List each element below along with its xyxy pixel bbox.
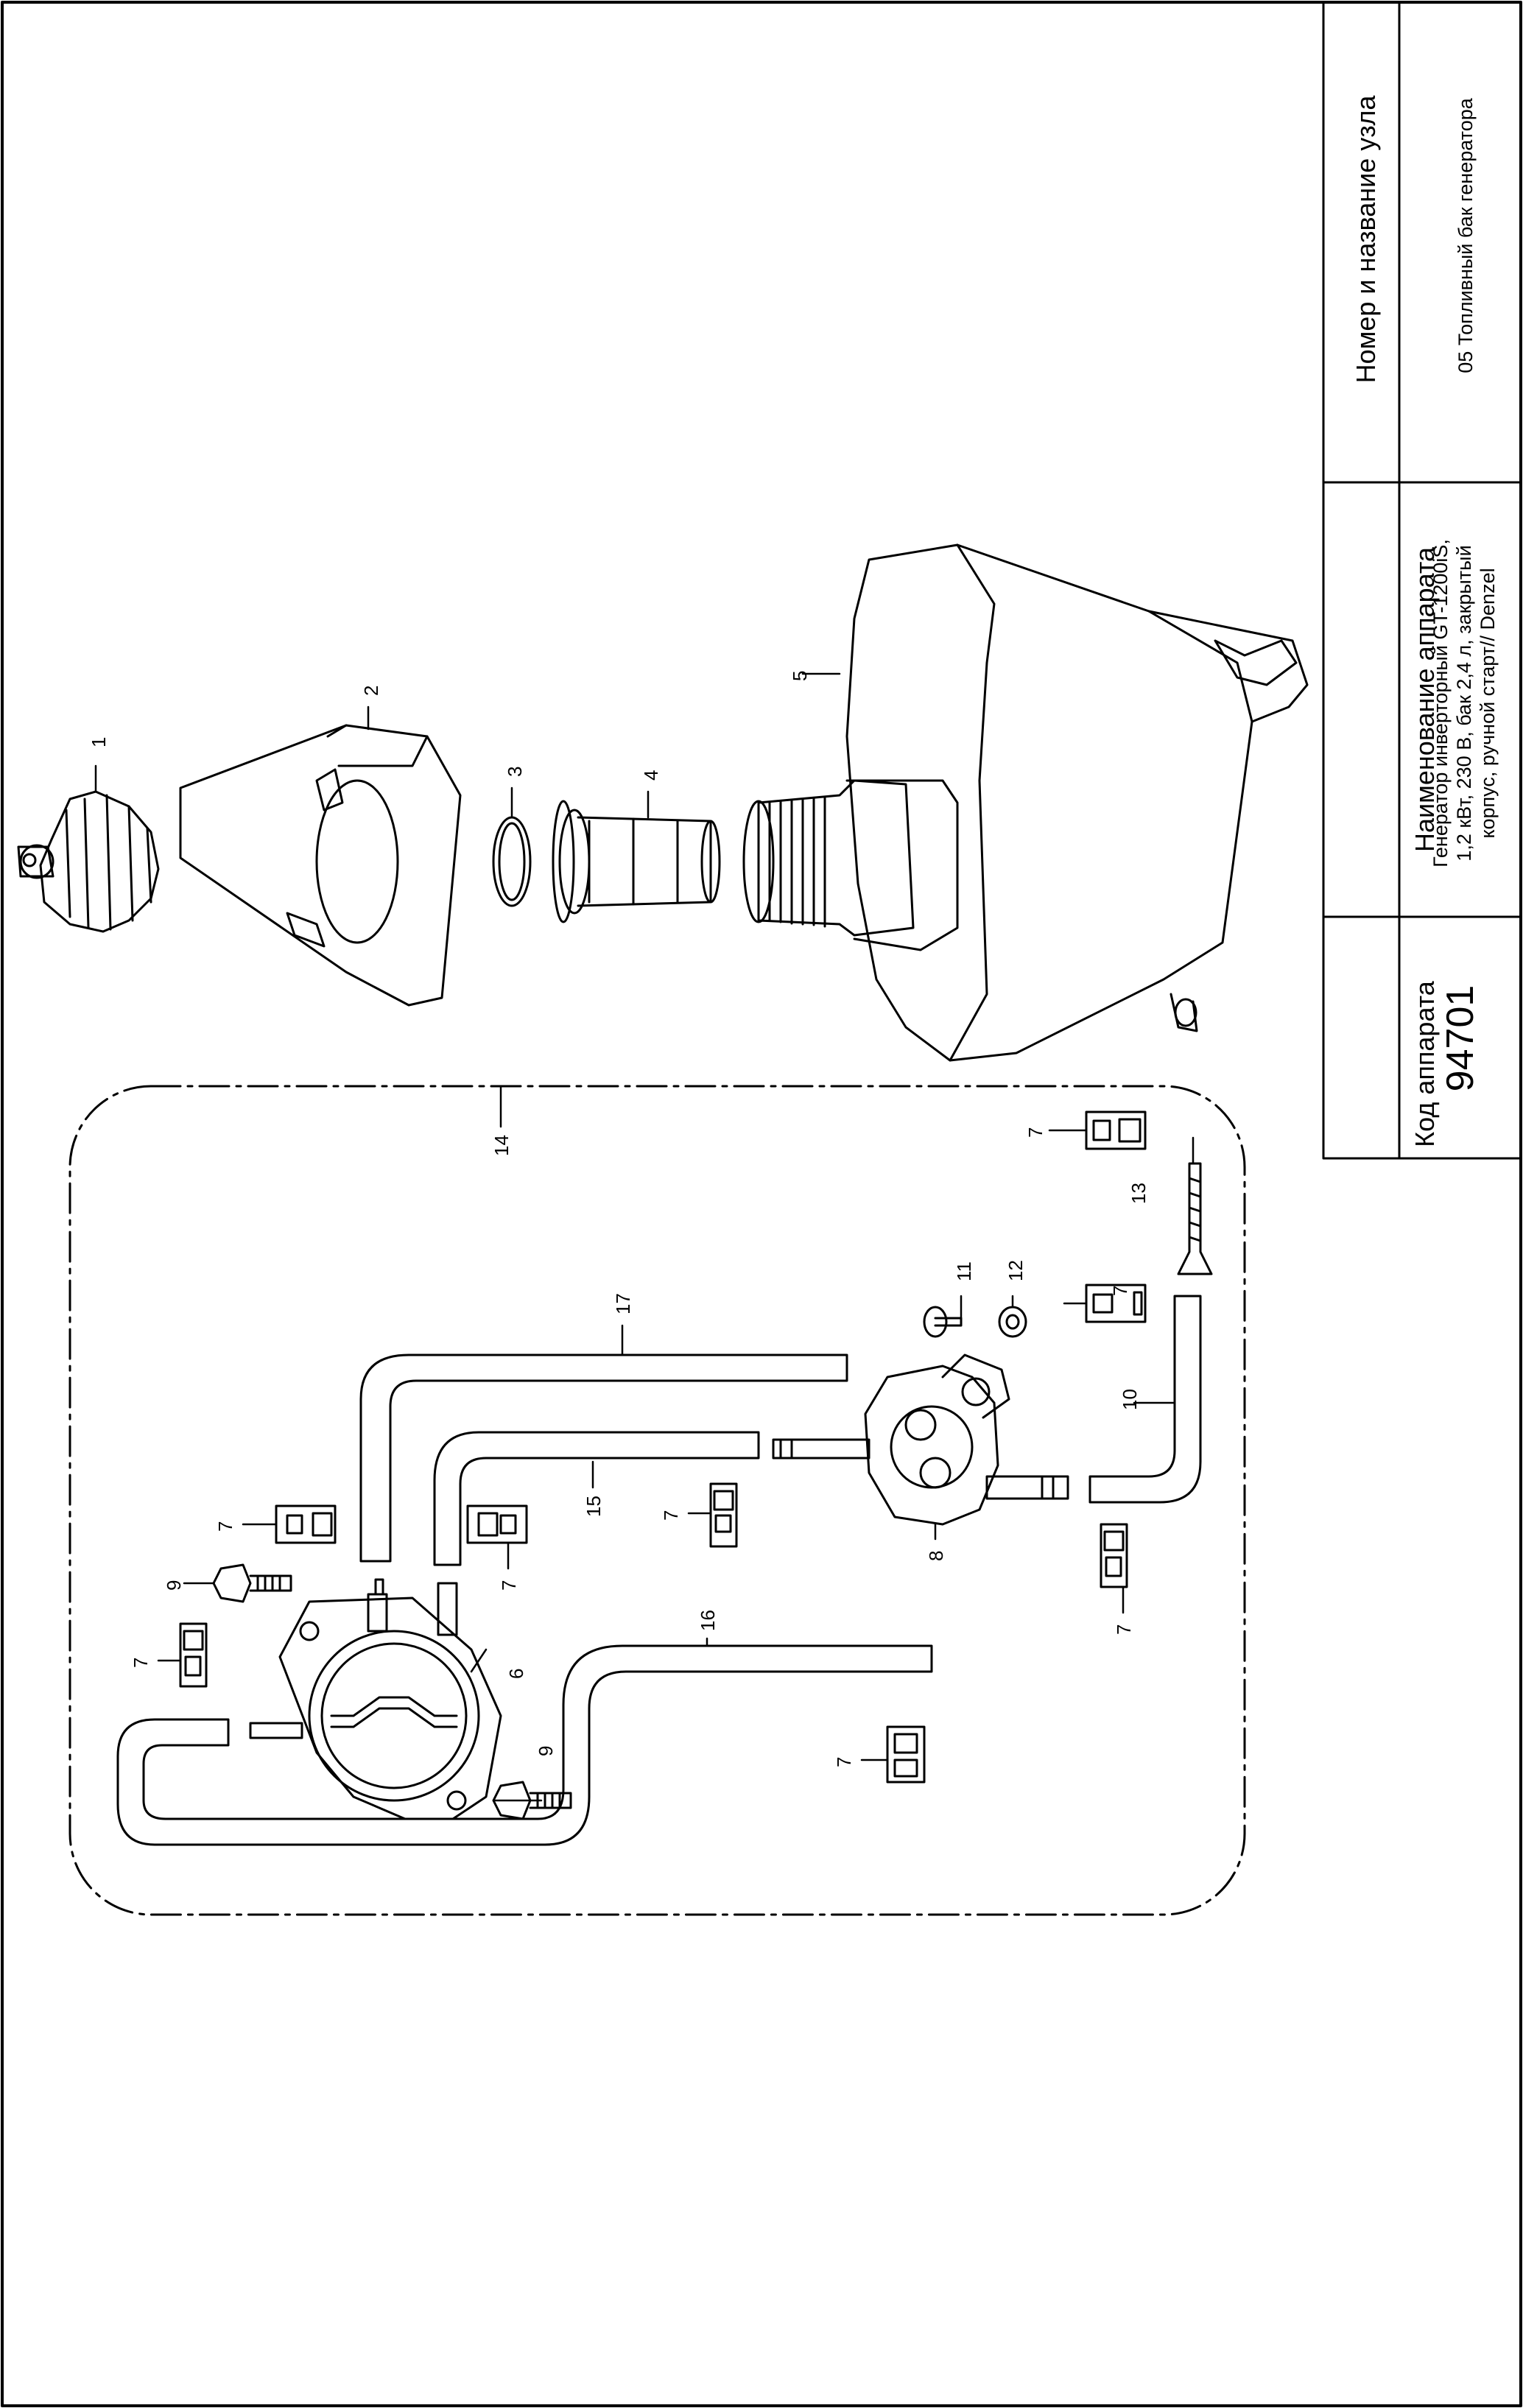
fuel-strainer — [552, 800, 721, 923]
screw-11 — [923, 1306, 963, 1338]
fuel-pump — [249, 1578, 502, 1820]
assembly-header: Номер и название узла — [1351, 95, 1381, 384]
device-description: Генератор инверторный GT-1200iS, 1,2 кВт… — [1429, 486, 1510, 920]
callout-1: 1 — [88, 737, 110, 747]
clamp-g — [1085, 1284, 1147, 1323]
fuel-valve — [772, 1353, 1069, 1526]
hose-15 — [433, 1431, 760, 1566]
device-line-1: Генератор инверторный GT-1200iS, — [1429, 539, 1452, 867]
clamp-h — [1085, 1110, 1147, 1150]
leader-lines — [94, 672, 1195, 1802]
clamp-f — [1100, 1523, 1128, 1588]
callout-17: 17 — [612, 1293, 634, 1314]
callout-7a: 7 — [214, 1521, 236, 1532]
washer-12 — [998, 1306, 1027, 1338]
callout-15: 15 — [583, 1496, 605, 1517]
clamp-c — [709, 1482, 738, 1548]
filler-cover — [179, 724, 462, 1007]
hose-16 — [116, 1644, 933, 1846]
callout-7f: 7 — [1113, 1624, 1135, 1635]
callout-3: 3 — [504, 767, 526, 777]
device-line-3: корпус, ручной старт// Denzel — [1477, 568, 1499, 839]
bolt-9a — [212, 1563, 292, 1603]
hose-10 — [1088, 1295, 1202, 1504]
callout-13: 13 — [1128, 1183, 1150, 1204]
code-value: 94701 — [1439, 985, 1482, 1092]
device-line-2: 1,2 кВт, 230 В, бак 2,4 л, закрытый — [1453, 545, 1475, 862]
fuel-cap — [17, 790, 160, 933]
callout-16: 16 — [697, 1610, 719, 1631]
callout-10: 10 — [1119, 1389, 1141, 1410]
callout-5: 5 — [789, 671, 811, 681]
callout-7h: 7 — [1024, 1127, 1047, 1138]
callout-4: 4 — [640, 770, 662, 781]
callout-2: 2 — [360, 686, 382, 696]
callout-7d: 7 — [130, 1658, 152, 1668]
callout-9a: 9 — [163, 1580, 185, 1591]
callout-7b: 7 — [498, 1580, 520, 1591]
clamp-b — [466, 1504, 528, 1544]
fuel-tank — [742, 543, 1309, 1062]
callout-6: 6 — [505, 1669, 527, 1679]
callout-11: 11 — [953, 1261, 975, 1281]
seal-ring — [492, 816, 532, 907]
clamp-a — [275, 1504, 337, 1544]
callout-7e: 7 — [833, 1757, 855, 1767]
callout-7c: 7 — [660, 1510, 682, 1521]
callout-7g: 7 — [1109, 1286, 1131, 1296]
callout-9b: 9 — [535, 1746, 557, 1756]
hose-17 — [359, 1353, 848, 1563]
kit-boundary — [68, 1085, 1246, 1916]
item-13-part — [1177, 1162, 1213, 1275]
callout-12: 12 — [1005, 1260, 1027, 1281]
clamps-7 — [179, 1110, 1147, 1784]
clamp-e — [886, 1725, 926, 1784]
clamp-d — [179, 1622, 208, 1688]
title-block-grid — [1322, 1, 1522, 1160]
callout-8: 8 — [925, 1551, 947, 1561]
callout-14: 14 — [490, 1135, 513, 1156]
assembly-value: 05 Топливный бак генератора — [1455, 98, 1477, 373]
